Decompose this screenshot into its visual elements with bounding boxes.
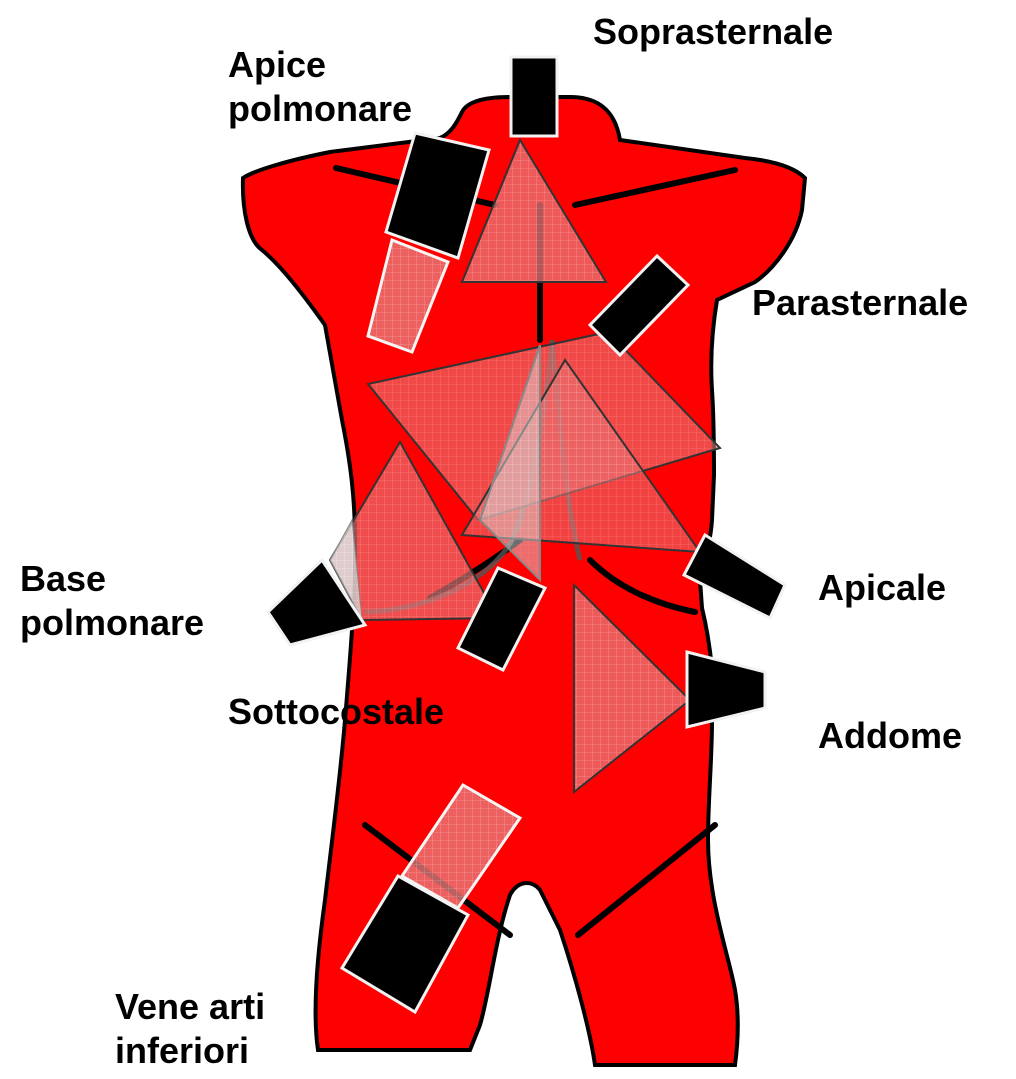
label-sottocostale: Sottocostale [228,690,444,734]
label-base-polmonare-line1: Base [20,557,204,601]
label-apice-polmonare: Apice polmonare [228,43,412,131]
probe-addome [687,652,765,727]
label-vene-arti-inferiori: Vene arti inferiori [115,985,265,1073]
label-apicale: Apicale [818,566,946,610]
label-soprasternale: Soprasternale [593,10,833,54]
label-vene-arti-inferiori-line2: inferiori [115,1029,265,1073]
label-base-polmonare-line2: polmonare [20,601,204,645]
label-parasternale: Parasternale [752,281,968,325]
label-apice-polmonare-line1: Apice [228,43,412,87]
label-addome: Addome [818,714,962,758]
label-apice-polmonare-line2: polmonare [228,87,412,131]
label-base-polmonare: Base polmonare [20,557,204,645]
label-vene-arti-inferiori-line1: Vene arti [115,985,265,1029]
probe-soprasternale [511,57,557,136]
